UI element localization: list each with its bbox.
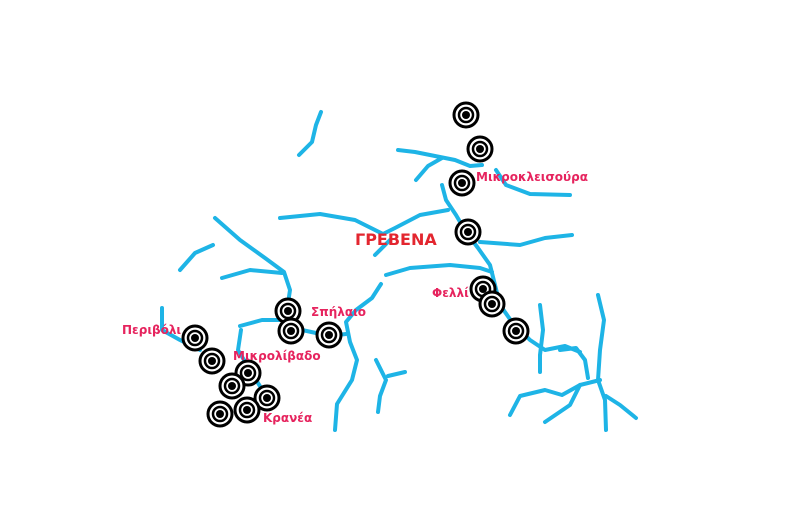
target-icon xyxy=(198,347,226,375)
river xyxy=(297,110,323,157)
river xyxy=(538,303,545,374)
target-icon xyxy=(452,101,480,129)
city-label-grevena: ΓΡΕΒΕΝΑ xyxy=(355,230,437,249)
target-icon xyxy=(253,384,281,412)
place-label-felli: Φελλί xyxy=(432,286,469,300)
river xyxy=(386,370,407,378)
place-label-mikrolivado: Μικρολίβαδο xyxy=(233,349,321,363)
place-label-perivoli: Περιβόλι xyxy=(122,323,182,337)
target-icon xyxy=(502,317,530,345)
place-label-mikrokleisoura: Μικροκλεισούρα xyxy=(476,170,588,184)
target-icon xyxy=(448,169,476,197)
target-icon xyxy=(466,135,494,163)
river xyxy=(373,238,392,257)
river xyxy=(604,394,638,420)
river xyxy=(374,358,388,414)
target-icon xyxy=(478,290,506,318)
place-label-spilaio: Σπήλαιο xyxy=(311,305,366,319)
river xyxy=(543,383,582,424)
river xyxy=(508,378,602,417)
target-icon xyxy=(315,321,343,349)
place-label-kranea: Κρανέα xyxy=(263,411,313,425)
river xyxy=(478,233,574,247)
target-icon xyxy=(233,396,261,424)
river xyxy=(236,328,268,398)
river xyxy=(558,346,590,380)
target-icon xyxy=(454,218,482,246)
target-icon xyxy=(181,324,209,352)
river xyxy=(178,243,215,272)
river xyxy=(213,216,292,312)
river xyxy=(494,168,572,197)
river xyxy=(278,208,450,236)
target-icon xyxy=(274,297,302,325)
river xyxy=(384,263,494,277)
river xyxy=(333,282,383,432)
river xyxy=(414,156,444,182)
river xyxy=(596,293,608,432)
target-icon xyxy=(218,372,246,400)
target-icon xyxy=(277,317,305,345)
target-icon xyxy=(206,400,234,428)
river xyxy=(220,268,284,280)
